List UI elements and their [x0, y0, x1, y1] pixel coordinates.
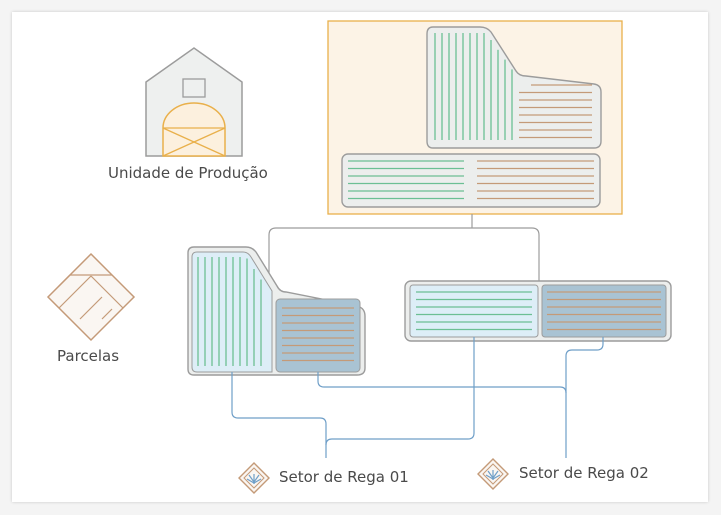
production-unit-label: Unidade de Produção	[108, 164, 268, 182]
plots-icon	[46, 252, 136, 342]
gray-connectors	[268, 214, 540, 282]
sector-1-label: Setor de Rega 01	[279, 468, 409, 486]
right-plot-inner-brown	[541, 284, 667, 338]
plots-label: Parcelas	[57, 347, 120, 365]
right-rows	[416, 291, 661, 331]
left-brown-rows	[282, 307, 354, 362]
top-bottom-rows	[348, 160, 594, 200]
top-bottom-plot	[341, 153, 601, 208]
top-green-rows	[434, 33, 513, 140]
top-brown-rows	[519, 84, 592, 139]
left-green-rows	[197, 257, 262, 366]
sector-2-label: Setor de Rega 02	[519, 464, 649, 482]
sector-1-icon	[238, 462, 270, 494]
sector-2-icon	[477, 458, 509, 490]
irrigation-connectors	[231, 337, 604, 458]
barn-icon	[145, 47, 243, 157]
